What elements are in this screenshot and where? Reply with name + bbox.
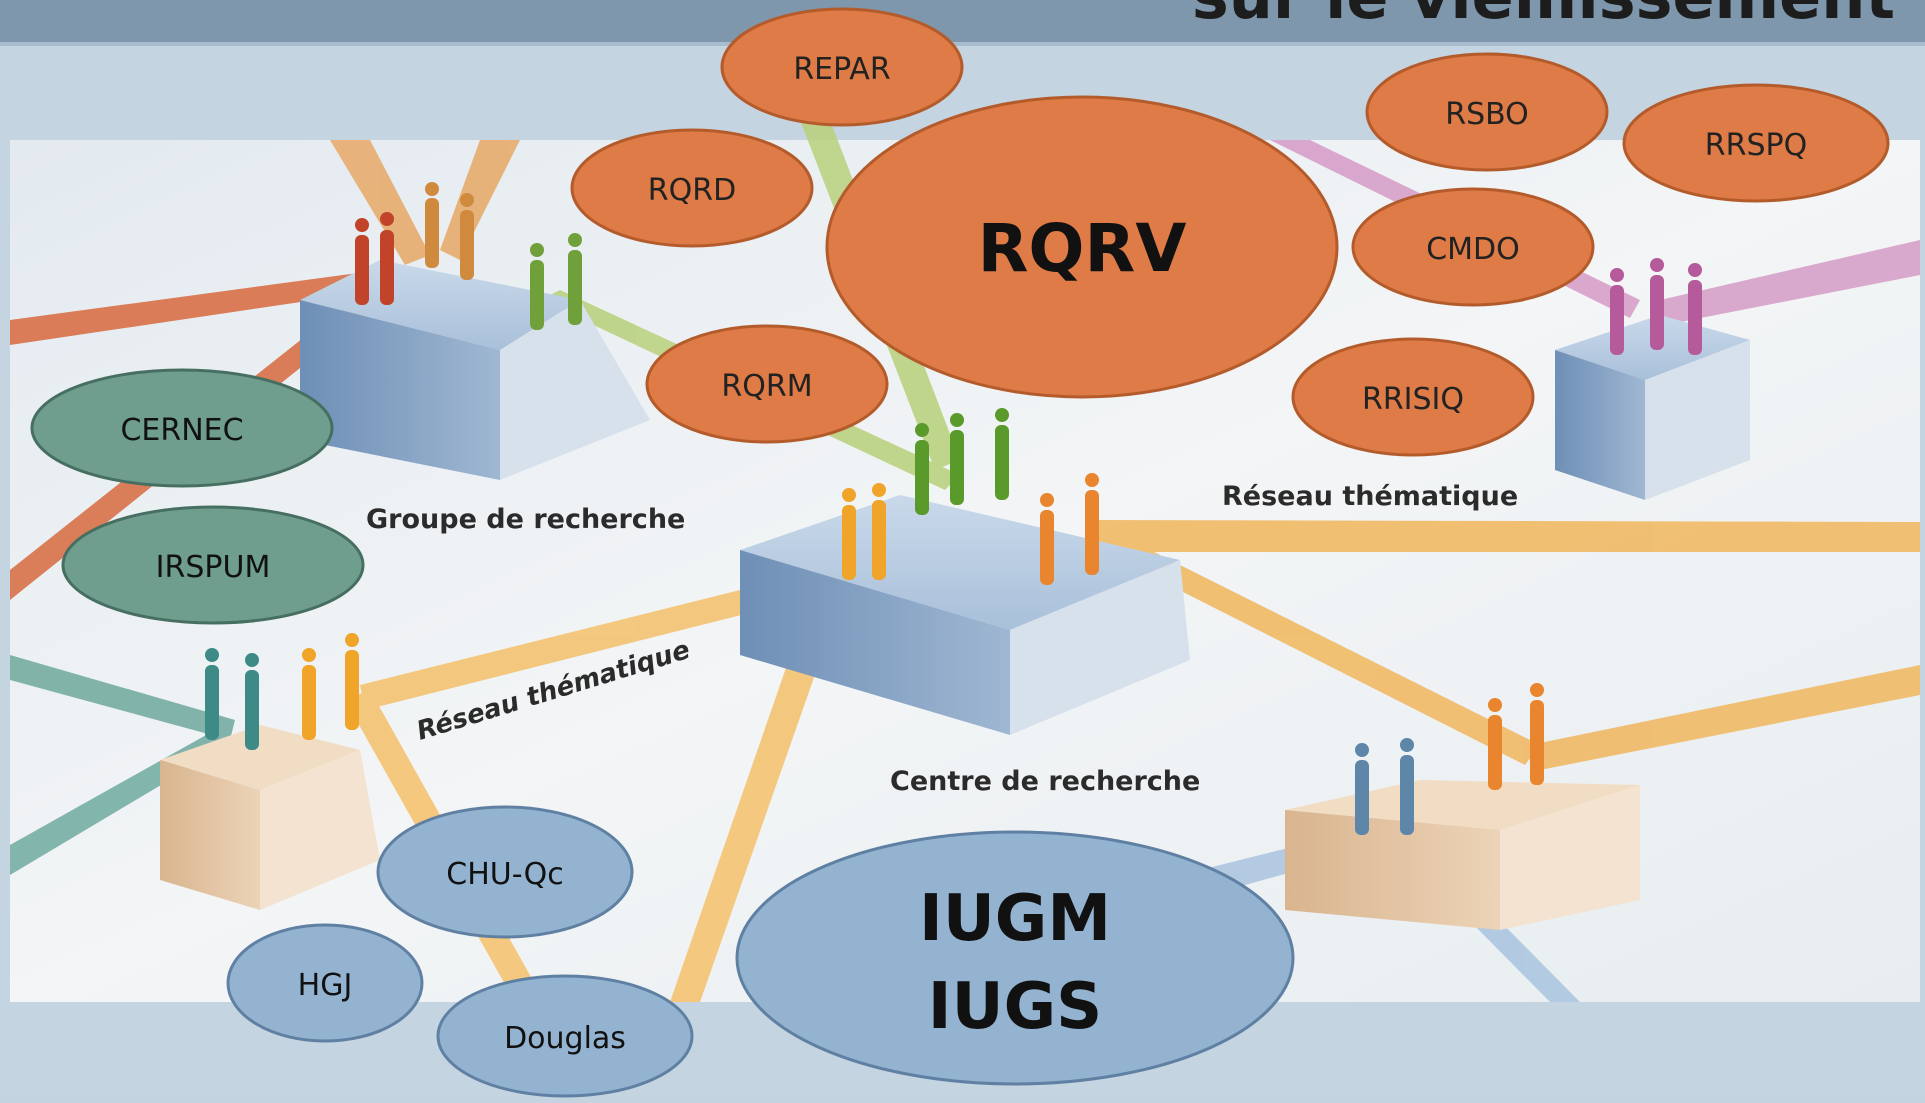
node-rsbo-label: RSBO [1445,97,1529,132]
node-rqrd[interactable]: RQRD [570,128,814,248]
people-tan [425,182,474,280]
node-rrisiq[interactable]: RRISIQ [1291,337,1535,457]
beam-pink-2 [1660,240,1920,325]
beam-orange-right [1090,520,1920,552]
people-green-left [530,233,582,330]
page-title: sur le vieillissement [1192,0,1895,33]
node-rsbo[interactable]: RSBO [1365,52,1609,172]
blue-nodes: CHU-Qc HGJ Douglas IUGM IUGS [226,805,1295,1098]
label-centre-recherche: Centre de recherche [890,766,1200,797]
node-cernec-label: CERNEC [120,413,243,448]
people-green-center [915,408,1009,515]
people-orange-center [1040,473,1099,585]
beam-yellow-down [670,570,850,1002]
node-iugm-iugs[interactable]: IUGM IUGS [735,830,1295,1086]
node-chuqc[interactable]: CHU-Qc [376,805,634,939]
node-rqrm[interactable]: RQRM [645,324,889,444]
node-rrspq-label: RRSPQ [1705,128,1807,163]
beam-yellow-mid [360,565,848,710]
node-repar[interactable]: REPAR [720,7,964,127]
people-orange-right [1488,683,1544,790]
beam-teal-1 [10,655,235,740]
node-chuqc-label: CHU-Qc [446,857,564,892]
node-rqrm-label: RQRM [721,369,812,404]
node-cmdo-label: CMDO [1426,232,1520,267]
people-yellow-left [302,633,359,740]
node-cernec[interactable]: CERNEC [30,368,334,488]
beam-orange-right2 [1530,665,1920,770]
node-rqrv-label: RQRV [978,210,1187,287]
node-douglas-label: Douglas [504,1021,626,1056]
title-band-edge [0,42,1925,46]
people-red [355,212,394,305]
title-band [0,0,1925,42]
block-groupe-recherche [300,260,650,480]
node-douglas[interactable]: Douglas [436,974,694,1098]
beam-red-left [10,270,382,345]
teal-nodes: CERNEC IRSPUM [30,368,365,625]
node-rqrv[interactable]: RQRV [825,95,1339,399]
block-reseau-left [160,725,380,910]
beam-tan-top [330,140,430,265]
node-irspum-label: IRSPUM [156,550,271,585]
orange-nodes: REPAR RQRD RQRV RQRM RSBO RRSPQ CMDO RR [570,7,1890,457]
beam-orange-diag [1090,530,1540,765]
block-bottom-right [1285,780,1640,930]
people-yellow-center [842,483,886,580]
people-figures [205,182,1702,835]
people-teal [205,648,259,750]
node-rrspq[interactable]: RRSPQ [1622,83,1890,203]
people-pink [1610,258,1702,355]
node-cmdo[interactable]: CMDO [1351,187,1595,307]
node-hgj[interactable]: HGJ [226,923,424,1043]
label-groupe-recherche: Groupe de recherche [366,504,685,535]
node-iugs-label: IUGS [928,970,1102,1044]
label-reseau-thematique-top: Réseau thématique [1222,481,1518,512]
node-iugm-label: IUGM [919,882,1111,956]
node-rrisiq-label: RRISIQ [1362,382,1464,417]
node-rqrd-label: RQRD [648,173,736,208]
node-hgj-label: HGJ [298,968,353,1003]
node-repar-label: REPAR [793,52,890,87]
node-irspum[interactable]: IRSPUM [61,505,365,625]
people-blue [1355,738,1414,835]
